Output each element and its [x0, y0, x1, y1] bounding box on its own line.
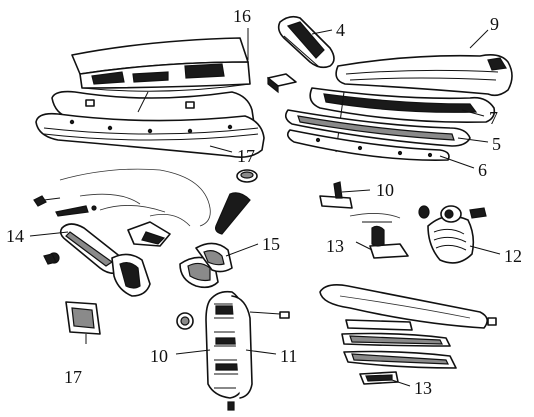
callout-10-left: 10 [150, 346, 168, 366]
part-small-block [267, 73, 297, 94]
callout-6: 6 [478, 160, 487, 180]
part-bolt [33, 195, 97, 217]
callout-13-lower: 13 [414, 378, 432, 398]
part-lower-panel [319, 284, 497, 329]
part-trim-strips [341, 319, 457, 385]
part-number-plate [65, 301, 101, 335]
part-bracket [319, 181, 401, 219]
callout-10-right: 10 [376, 180, 394, 200]
part-front-bumper-upper [335, 54, 513, 97]
callout-14: 14 [6, 226, 24, 246]
part-body-corner [59, 168, 258, 235]
part-rear-valance [71, 37, 251, 92]
part-indicator-lamp [43, 221, 171, 297]
part-lamp-lens-upper [362, 221, 409, 259]
callout-17-bottom: 17 [64, 367, 82, 387]
part-rear-bumper [35, 90, 265, 158]
callout-11: 11 [280, 346, 297, 366]
callout-12: 12 [504, 246, 522, 266]
callout-4: 4 [336, 20, 345, 40]
part-front-valance [277, 15, 335, 69]
part-front-bumper-lower [284, 109, 471, 147]
part-marker-lamp [418, 205, 487, 264]
callout-15: 15 [262, 234, 280, 254]
callout-5: 5 [492, 134, 501, 154]
callout-17-top: 17 [237, 146, 255, 166]
part-bumper-end-caps [179, 242, 233, 289]
part-side-grille [176, 290, 290, 411]
callout-13-upper: 13 [326, 236, 344, 256]
leader-lines [29, 28, 501, 387]
callout-7: 7 [489, 108, 498, 128]
callout-9: 9 [490, 14, 499, 34]
part-front-spoiler [286, 129, 450, 161]
callout-16: 16 [233, 6, 251, 26]
callout-labels: 16 4 9 17 7 5 6 10 14 15 13 12 10 11 17 … [6, 6, 522, 398]
